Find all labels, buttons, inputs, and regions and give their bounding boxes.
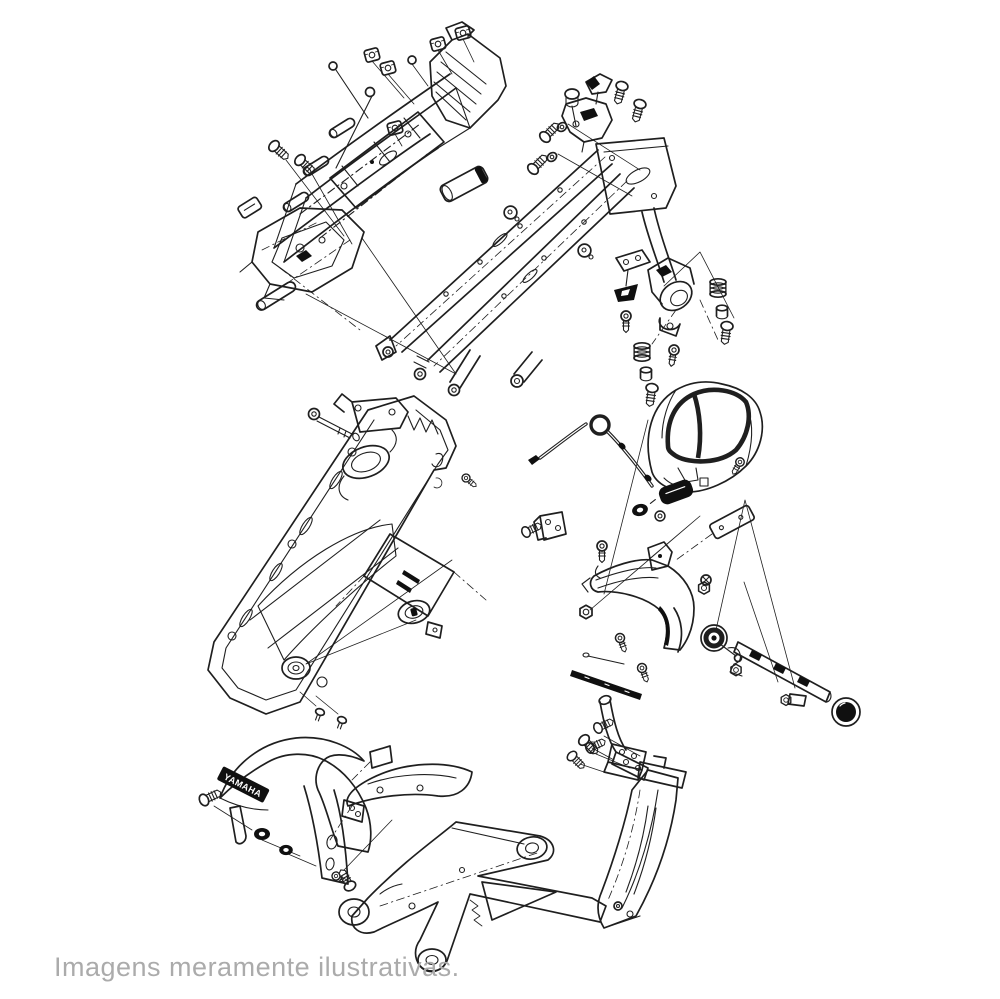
push-rivet-icon bbox=[333, 714, 349, 731]
dome-bolt-icon bbox=[265, 137, 293, 164]
clip-nut-icon bbox=[362, 46, 382, 64]
front-fender-logo: YAMAHA bbox=[217, 766, 270, 803]
rear-mudguard-assembly bbox=[579, 541, 712, 655]
dome-bolt-icon bbox=[196, 785, 225, 809]
lower-pipe-bracket bbox=[570, 652, 653, 781]
hex-nut-icon bbox=[579, 604, 593, 620]
dome-bolt-icon bbox=[642, 381, 660, 409]
grommet-icon bbox=[279, 844, 293, 856]
subframe-rails-assembly bbox=[375, 73, 735, 409]
pan-screw-icon bbox=[596, 540, 608, 564]
grommet-icon bbox=[630, 502, 650, 518]
dome-bolt-icon bbox=[583, 735, 609, 756]
collar-icon bbox=[715, 304, 729, 320]
pan-screw-icon bbox=[620, 310, 632, 334]
washer-icon bbox=[654, 510, 666, 522]
pan-screw-icon bbox=[613, 631, 631, 655]
spring-spacer-icon bbox=[709, 277, 727, 299]
collar-pin bbox=[439, 165, 489, 203]
grommet-icon bbox=[254, 828, 270, 840]
collar-pin bbox=[255, 281, 297, 311]
dome-bolt-icon bbox=[519, 519, 545, 540]
dome-bolt-icon bbox=[610, 79, 630, 107]
clip-nut-icon bbox=[453, 24, 473, 42]
flange-bolt-icon bbox=[524, 150, 552, 178]
dome-bolt-icon bbox=[628, 97, 648, 125]
pan-screw-icon bbox=[459, 471, 480, 491]
pan-screw-icon bbox=[635, 661, 653, 685]
swingarm-and-frame-pillar bbox=[338, 731, 687, 973]
push-rivet-icon bbox=[311, 706, 327, 723]
collar-icon bbox=[639, 366, 653, 382]
reflector-stay-assembly bbox=[697, 581, 861, 727]
flange-bolt-icon bbox=[536, 118, 564, 146]
dome-bolt-icon bbox=[717, 319, 735, 347]
watermark-text: Imagens meramente ilustrativas. bbox=[54, 952, 460, 982]
inner-fender-tray bbox=[207, 393, 487, 731]
clip-nut-icon bbox=[428, 35, 448, 53]
pan-screw-icon bbox=[665, 343, 681, 368]
seat-cowl-and-lock-cable bbox=[329, 381, 796, 887]
front-fender: YAMAHA bbox=[196, 736, 393, 894]
dome-bolt-icon bbox=[575, 731, 603, 759]
rear-fender-bracket-assembly bbox=[237, 21, 507, 375]
dome-bolt-icon bbox=[564, 748, 589, 773]
spring-spacer-icon bbox=[633, 341, 651, 363]
